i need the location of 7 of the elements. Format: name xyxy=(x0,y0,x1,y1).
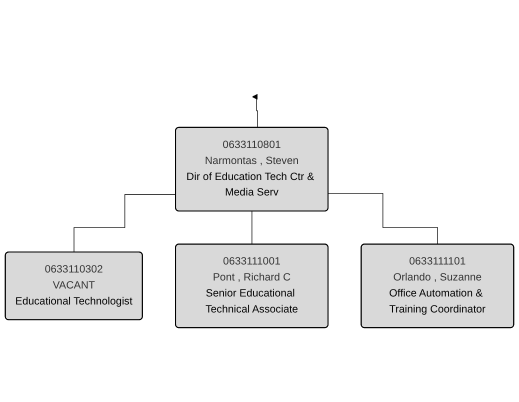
position-box: 0633111001 Pont , Richard C Senior Educational Technical Associate xyxy=(175,244,329,328)
position-box: 0633110302 VACANT Educational Technologist xyxy=(4,252,143,320)
arrow xyxy=(252,94,258,128)
position-box: 0633110801 Narmontas , Steven Dir of Education Tech Ctr & Media Serv xyxy=(175,126,329,212)
connector xyxy=(328,193,438,245)
connector xyxy=(74,194,176,253)
position-box: 0633111101 Orlando , Suzanne Office Automation & Training Coordinator xyxy=(360,244,514,328)
